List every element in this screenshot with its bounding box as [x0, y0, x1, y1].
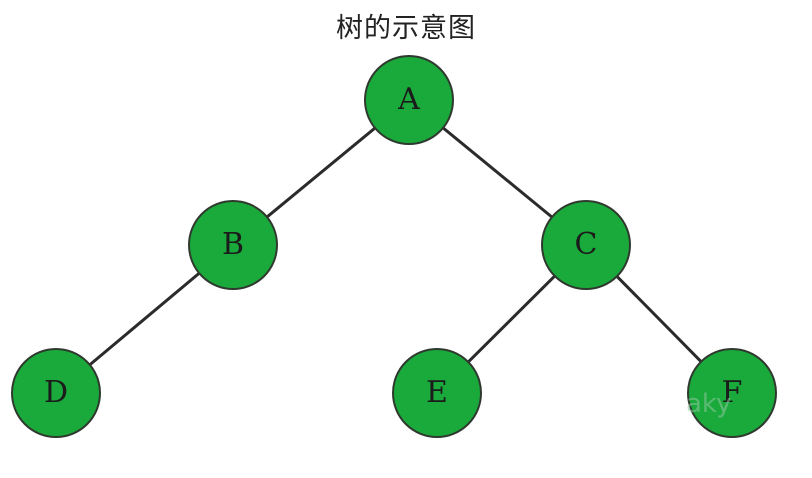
node-label-e: E [426, 375, 448, 410]
diagram-title: 树的示意图 [336, 13, 476, 44]
edge-b-d [86, 270, 203, 368]
node-c: C [541, 200, 631, 290]
edge-c-f [614, 273, 704, 365]
node-circle-f [687, 348, 777, 438]
nodes-layer: A B C D E F [11, 55, 777, 438]
node-label-a: A [397, 82, 420, 117]
node-label-f: F [722, 375, 743, 410]
node-circle-c [541, 200, 631, 290]
watermark: aky [686, 389, 731, 419]
node-f: F [687, 348, 777, 438]
node-label-d: D [44, 375, 68, 410]
node-label-c: C [575, 227, 598, 262]
node-circle-d [11, 348, 101, 438]
node-circle-a [364, 55, 454, 145]
edges-layer [86, 125, 704, 368]
node-circle-e [392, 348, 482, 438]
node-e: E [392, 348, 482, 438]
node-b: B [188, 200, 278, 290]
node-a: A [364, 55, 454, 145]
node-label-b: B [222, 227, 244, 262]
node-d: D [11, 348, 101, 438]
edge-a-b [263, 125, 379, 220]
edge-a-c [440, 125, 555, 220]
node-circle-b [188, 200, 278, 290]
edge-c-e [465, 273, 558, 365]
